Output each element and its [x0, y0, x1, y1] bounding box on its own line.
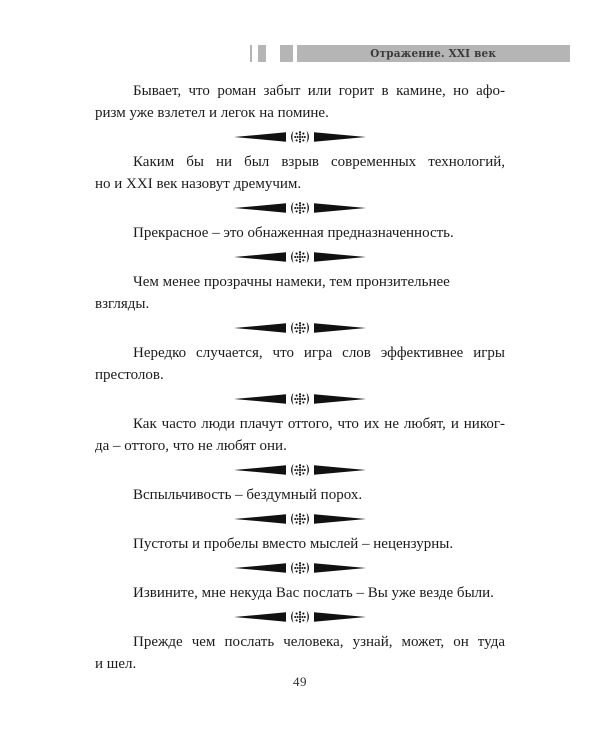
section-divider	[95, 561, 505, 575]
aphorism: Прежде чем послать человека, узнай, може…	[95, 634, 505, 672]
dotted-cross-divider-icon	[234, 561, 366, 575]
page-number: 49	[293, 674, 307, 689]
dotted-cross-divider-icon	[234, 130, 366, 144]
dotted-cross-divider-icon	[234, 463, 366, 477]
section-divider	[95, 512, 505, 526]
aphorism: Извините, мне некуда Вас послать – Вы уж…	[133, 585, 494, 601]
header-ornament-block	[250, 45, 252, 62]
aphorisms-column: Бывает, что роман забыт или горит в ками…	[95, 80, 505, 675]
dotted-cross-divider-icon	[234, 201, 366, 215]
section-divider	[95, 321, 505, 335]
section-divider	[95, 610, 505, 624]
aphorism: Нередко случается, что игра слов эффекти…	[95, 345, 505, 383]
running-head-title: Отражение. XXI век	[370, 47, 497, 60]
section-divider	[95, 392, 505, 406]
running-head-bar: Отражение. XXI век	[297, 45, 570, 62]
aphorism: Прекрасное – это обнаженная предназначен…	[133, 225, 454, 241]
header-ornament-block	[258, 45, 266, 62]
section-divider	[95, 463, 505, 477]
dotted-cross-divider-icon	[234, 392, 366, 406]
aphorism: Каким бы ни был взрыв современных технол…	[95, 154, 505, 192]
aphorism: Чем менее прозрачны намеки, тем пронзите…	[95, 274, 450, 312]
dotted-cross-divider-icon	[234, 321, 366, 335]
section-divider	[95, 130, 505, 144]
section-divider	[95, 250, 505, 264]
aphorism: Пустоты и пробелы вместо мыслей – неценз…	[133, 536, 454, 552]
aphorism: Бывает, что роман забыт или горит в ками…	[95, 83, 505, 121]
running-head: Отражение. XXI век	[250, 45, 570, 62]
aphorism: Вспыльчивость – бездумный порох.	[133, 487, 363, 503]
dotted-cross-divider-icon	[234, 250, 366, 264]
dotted-cross-divider-icon	[234, 512, 366, 526]
section-divider	[95, 201, 505, 215]
aphorism: Как часто люди плачут оттого, что их не …	[95, 416, 505, 454]
header-ornament-block	[280, 45, 293, 62]
dotted-cross-divider-icon	[234, 610, 366, 624]
